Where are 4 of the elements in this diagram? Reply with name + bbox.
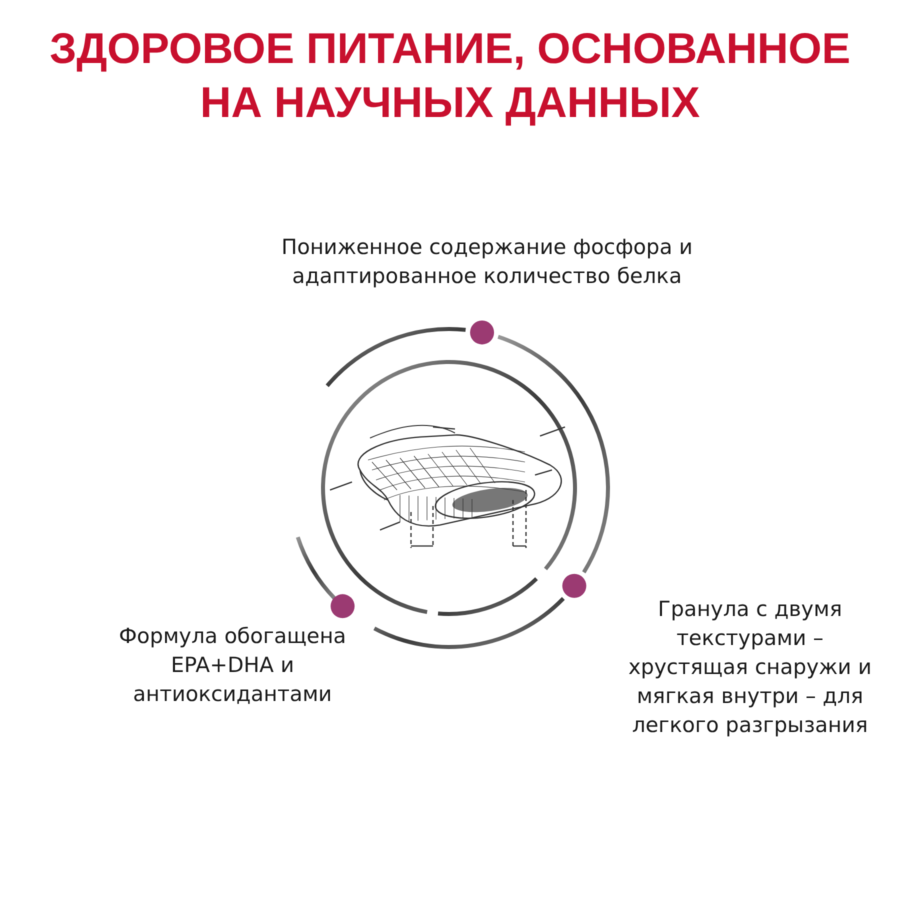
feature-text: Пониженное содержание фосфора и адаптированное количество белка (280, 234, 694, 290)
feature-text: Гранула с двумя текстурами – хрустящая снаружи и мягкая внутри – для легкого разгрызания (627, 596, 873, 739)
feature-text: Формула обогащена EPA+DHA и антиоксидантами (118, 623, 348, 708)
title: ЗДОРОВОЕ ПИТАНИЕ, ОСНОВАННОЕ НА НАУЧНЫХ ДАННЫХ (48, 24, 852, 129)
